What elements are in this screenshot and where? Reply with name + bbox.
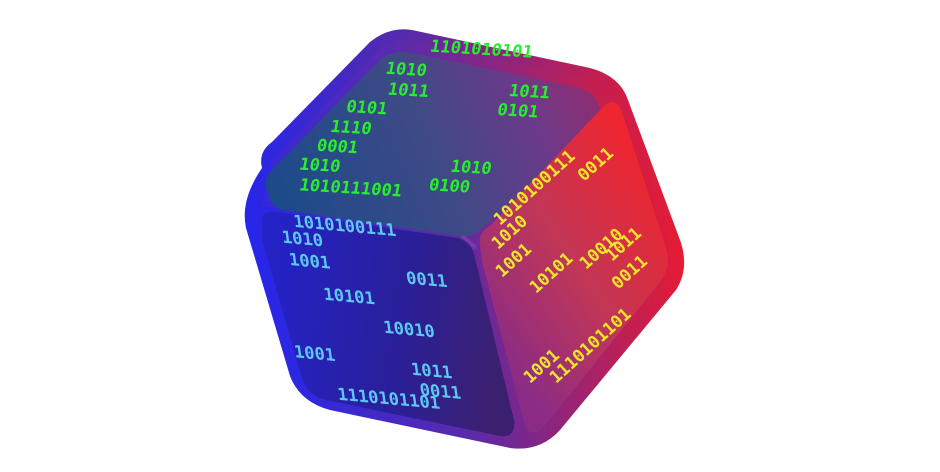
left-bits-row: 1011 (410, 360, 454, 384)
left-bits-row: 0011 (405, 269, 449, 293)
top-bits-row: 0101 (496, 100, 541, 122)
cube-right-face (479, 102, 668, 433)
top-bits-row: 0001 (315, 136, 360, 158)
left-bits-row: 10010 (382, 318, 436, 342)
left-bits-row: 1010 (281, 228, 325, 252)
cube-edge-highlight (461, 234, 477, 250)
left-bits-row: 10101 (322, 285, 376, 309)
top-bits-row: 1010 (449, 157, 494, 179)
left-bits-row: 1001 (293, 342, 337, 366)
left-bits-row: 0011 (419, 380, 463, 404)
top-bits-row: 1011 (386, 80, 431, 102)
top-bits-row: 1010 (298, 155, 343, 177)
top-bits-row: 0101 (345, 97, 390, 119)
top-bits-row: 0100 (427, 175, 472, 197)
top-bits-row: 1010 (384, 59, 429, 81)
cube-left-face (261, 211, 515, 437)
left-bits-row: 1001 (288, 250, 332, 274)
top-bits-row: 1011 (507, 81, 552, 103)
left-face-bits: 1010100111 1010 1001 0011 10101 10010 10… (281, 212, 463, 414)
top-bits-row: 1110 (329, 117, 374, 139)
